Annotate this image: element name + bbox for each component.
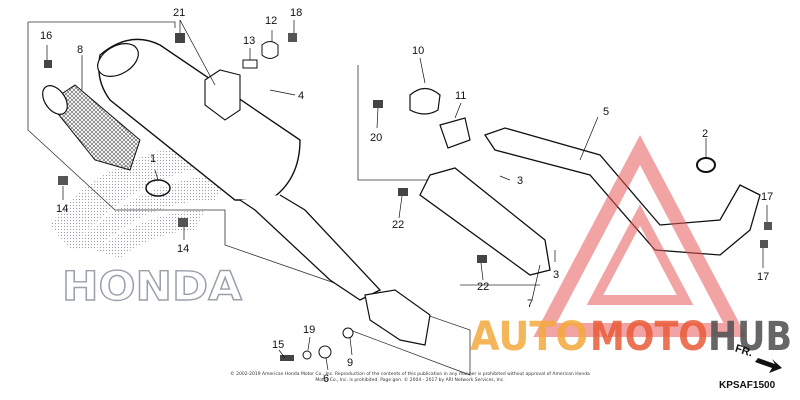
muffler-body — [97, 38, 382, 301]
muffler-group-outline — [27, 21, 471, 376]
bolt-20 — [373, 100, 383, 108]
nut-17b — [760, 240, 768, 248]
collar-9 — [342, 327, 354, 339]
automotohub-watermark: AUTO MOTO HUB — [470, 314, 792, 360]
bolt-21 — [175, 33, 185, 43]
honda-wordmark: HONDA — [62, 264, 242, 310]
copyright-notice: © 2002-2019 American Honda Motor Co., In… — [230, 372, 590, 383]
callout-14b: 14 — [177, 243, 189, 255]
mount-bracket — [364, 289, 431, 346]
callout-16: 16 — [40, 30, 52, 42]
callout-22b: 22 — [477, 281, 489, 293]
callout-11: 11 — [455, 90, 466, 102]
bolt-15 — [280, 355, 294, 361]
pipe-group-outline — [357, 65, 540, 286]
joint-11 — [439, 117, 471, 149]
callout-17b: 17 — [757, 271, 769, 283]
callout-15: 15 — [272, 339, 284, 351]
spark-arrester — [42, 84, 141, 171]
front-arrow-icon — [755, 358, 782, 373]
band-10 — [409, 87, 441, 115]
callout-6: 6 — [323, 373, 329, 385]
callout-5: 5 — [603, 106, 609, 118]
watermark-triangle — [533, 135, 747, 337]
diagram-code: KPSAF1500 — [719, 380, 776, 391]
watermark-hub: HUB — [708, 314, 792, 360]
callout-22a: 22 — [392, 219, 404, 231]
callout-1: 1 — [150, 153, 156, 165]
nut-14a — [58, 176, 68, 185]
gasket-2 — [696, 157, 716, 173]
callout-13: 13 — [243, 35, 255, 47]
grommet-6 — [318, 345, 332, 359]
callout-18: 18 — [290, 7, 302, 19]
callout-9: 9 — [347, 357, 353, 369]
callout-20: 20 — [370, 132, 382, 144]
callout-12: 12 — [265, 15, 277, 27]
callout-numbers: 1 2 3 3 4 5 6 7 8 9 10 11 12 13 14 14 15… — [40, 7, 773, 385]
callout-2: 2 — [702, 128, 708, 140]
callout-19: 19 — [303, 324, 315, 336]
callout-21: 21 — [173, 7, 185, 19]
nut-18 — [288, 33, 297, 42]
watermark-auto: AUTO — [470, 314, 588, 360]
heat-guard — [419, 167, 551, 276]
bolt-22b — [477, 255, 487, 263]
leader-lines — [46, 19, 768, 371]
grommet-12 — [261, 41, 279, 59]
hardware-left — [44, 33, 354, 361]
callout-17a: 17 — [761, 191, 773, 203]
callout-10: 10 — [412, 45, 424, 57]
nut-14b — [178, 218, 188, 227]
callout-3b: 3 — [553, 269, 559, 281]
collar-13 — [242, 59, 258, 69]
washer-19 — [302, 350, 312, 360]
bolt-16 — [44, 60, 52, 68]
nut-17a — [764, 222, 772, 230]
bolt-22a — [398, 188, 408, 196]
callout-8: 8 — [77, 44, 83, 56]
callout-7: 7 — [527, 298, 533, 310]
callout-3a: 3 — [517, 175, 523, 187]
callout-4: 4 — [298, 90, 304, 102]
callout-14a: 14 — [56, 203, 68, 215]
watermark-moto: MOTO — [590, 314, 708, 360]
